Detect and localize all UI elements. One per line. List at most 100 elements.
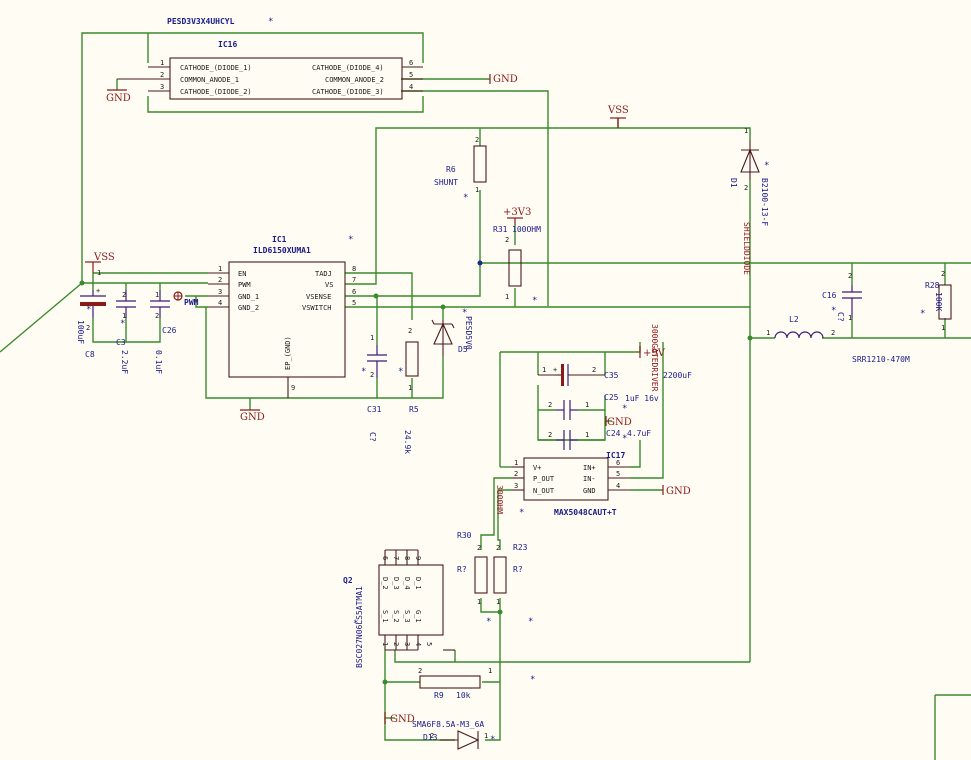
ic17-pin-vplus: V+ bbox=[533, 464, 541, 472]
p3v3-symbol: +3V3 bbox=[503, 207, 531, 225]
l2-value: SRR1210-470M bbox=[852, 355, 910, 364]
star-marker: * bbox=[348, 235, 353, 245]
ic1-num1: 1 bbox=[218, 265, 222, 273]
r9-ref: R9 bbox=[434, 691, 444, 700]
ic1-pin-pwm: PWM bbox=[238, 281, 251, 289]
c26-ref: C26 bbox=[162, 326, 177, 335]
d13-diode[interactable]: 2 1 D13 SMA6F8.5A-M3_6A * bbox=[412, 720, 495, 750]
vss-symbol-right: VSS bbox=[607, 105, 629, 128]
gnd-symbol-c25: GND bbox=[605, 416, 632, 428]
r9-resistor[interactable]: 2 1 R9 10k * bbox=[418, 667, 535, 700]
pin-number: 2 bbox=[548, 431, 552, 439]
pin-number: 1 bbox=[496, 598, 500, 606]
ic16-num6: 6 bbox=[409, 59, 413, 67]
d5-diode[interactable]: D5 PESD5V0 * bbox=[431, 308, 473, 356]
gnd-label: GND bbox=[607, 417, 632, 428]
c16-value: C? bbox=[836, 312, 845, 322]
ic1-pin-gnd1: GND_1 bbox=[238, 293, 259, 301]
r30-resistor[interactable]: 2 1 R30 R? * bbox=[457, 531, 491, 627]
r28-resistor[interactable]: 2 1 R28 100K * bbox=[920, 270, 952, 332]
c25-capacitor[interactable]: 2 1 C25 1uF 16v * bbox=[548, 393, 659, 420]
c8-ref: C8 bbox=[85, 350, 95, 359]
pin-number: 1 bbox=[941, 324, 945, 332]
star-marker: * bbox=[462, 308, 467, 318]
ic1-pin-en: EN bbox=[238, 270, 246, 278]
ic16-pin5-name: COMMON_ANODE_2 bbox=[325, 76, 384, 84]
pin-number: 2 bbox=[86, 324, 90, 332]
d5-value: PESD5V0 bbox=[464, 316, 473, 350]
pin-number: 1 bbox=[848, 314, 852, 322]
p9v-symbol: +9V bbox=[639, 346, 666, 359]
r31-resistor[interactable]: 2 1 R31 100OHM * bbox=[493, 225, 541, 306]
l2-ref: L2 bbox=[789, 315, 799, 324]
pin-number: 1 bbox=[475, 186, 479, 194]
q2-num4: 4 bbox=[414, 642, 422, 646]
ic17-pin-gnd: GND bbox=[583, 487, 596, 495]
c35-ref: C35 bbox=[604, 371, 619, 380]
d1-diode[interactable]: 1 2 D1 B2100-13-F SHIELDDIODE * bbox=[729, 127, 769, 275]
ic17-num4: 4 bbox=[616, 482, 620, 490]
vss-label: VSS bbox=[93, 252, 115, 263]
ic1-component[interactable]: IC1 ILD6150XUMA1 EN PWM GND_1 GND_2 TADJ… bbox=[208, 235, 356, 398]
pin-number: 2 bbox=[475, 136, 479, 144]
star-marker: * bbox=[268, 17, 273, 27]
pin-number: 1 bbox=[585, 431, 589, 439]
ic1-part: ILD6150XUMA1 bbox=[253, 246, 311, 255]
ic16-component[interactable]: PESD3V3X4UHCYL IC16 CATHODE_(DIODE_1) CO… bbox=[117, 17, 423, 100]
c35-capacitor[interactable]: + 1 2 C35 2200uF bbox=[538, 364, 692, 386]
pin-number: 2 bbox=[592, 366, 596, 374]
pin-number: 2 bbox=[155, 312, 159, 320]
pwm-label: PWM bbox=[184, 298, 199, 307]
c31-value: C? bbox=[368, 432, 377, 442]
ic1-pin-gnd2: GND_2 bbox=[238, 304, 259, 312]
ic16-pin3-name: CATHODE_(DIODE_2) bbox=[180, 88, 252, 96]
ic17-num2: 2 bbox=[514, 470, 518, 478]
ic16-designator: IC16 bbox=[218, 40, 237, 49]
q2-pin-d1: D_1 bbox=[414, 577, 422, 590]
ic17-component[interactable]: IC17 MAX5048CAUT+T V+ P_OUT N_OUT IN+ IN… bbox=[512, 451, 630, 518]
ic1-num4: 4 bbox=[218, 299, 222, 307]
r9-value: 10k bbox=[456, 691, 471, 700]
c24-capacitor[interactable]: 2 1 C24 4.7uF * bbox=[548, 429, 651, 450]
q2-num5: 5 bbox=[425, 642, 433, 646]
r5-resistor[interactable]: 2 1 R5 24.9k * bbox=[398, 327, 419, 454]
c31-capacitor[interactable]: 1 2 C31 C? * bbox=[361, 334, 387, 442]
gnd-symbol-ic16-right: GND bbox=[489, 74, 518, 85]
pin-number: 1 bbox=[370, 334, 374, 342]
ic16-num5: 5 bbox=[409, 71, 413, 79]
r23-resistor[interactable]: 2 1 R23 R? * bbox=[493, 543, 533, 627]
ic1-num3: 3 bbox=[218, 288, 222, 296]
r6-resistor[interactable]: 2 1 R6 SHUNT * bbox=[434, 136, 487, 203]
star-marker: * bbox=[486, 617, 491, 627]
ic1-num9: 9 bbox=[291, 384, 295, 392]
c16-capacitor[interactable]: 2 1 C16 C? * bbox=[822, 272, 862, 322]
pwm-port[interactable]: PWM bbox=[173, 291, 199, 307]
ic17-num5: 5 bbox=[616, 470, 620, 478]
c35-value: 2200uF bbox=[663, 371, 692, 380]
c26-capacitor[interactable]: 1 2 C26 0.1uF bbox=[150, 290, 177, 374]
polarity-plus: + bbox=[96, 287, 100, 295]
ic1-pin-vs: VS bbox=[325, 281, 333, 289]
star-marker: * bbox=[764, 161, 769, 171]
q2-pin-g1: G_1 bbox=[414, 610, 422, 623]
r30-ref: R30 bbox=[457, 531, 472, 540]
d13-ref: D13 bbox=[423, 733, 438, 742]
l2-inductor[interactable]: 1 2 L2 SRR1210-470M bbox=[766, 315, 910, 364]
r5-value: 24.9k bbox=[403, 430, 412, 454]
ic17-num6: 6 bbox=[616, 459, 620, 467]
q2-pin-d4: D_4 bbox=[403, 577, 411, 590]
r28-value: 100K bbox=[934, 292, 943, 311]
c8-capacitor[interactable]: + 1 2 C8 100uF * bbox=[76, 269, 106, 359]
q2-mosfet[interactable]: 6 7 8 9 D_2 D_3 D_4 D_1 S_1 S_2 S_3 G_1 … bbox=[343, 549, 455, 668]
star-marker: * bbox=[353, 619, 358, 629]
q2-num7: 7 bbox=[392, 556, 400, 560]
c3-capacitor[interactable]: 2 1 C3 2.2uF * bbox=[116, 290, 136, 374]
star-marker: * bbox=[622, 404, 627, 414]
c25-value: 1uF 16v bbox=[625, 394, 659, 403]
star-marker: * bbox=[361, 367, 366, 377]
pin-number: 1 bbox=[766, 329, 770, 337]
gnd-symbol-q2: GND bbox=[384, 712, 415, 725]
star-marker: * bbox=[532, 296, 537, 306]
c3-ref: C3 bbox=[116, 338, 126, 347]
ic16-num3: 3 bbox=[160, 83, 164, 91]
